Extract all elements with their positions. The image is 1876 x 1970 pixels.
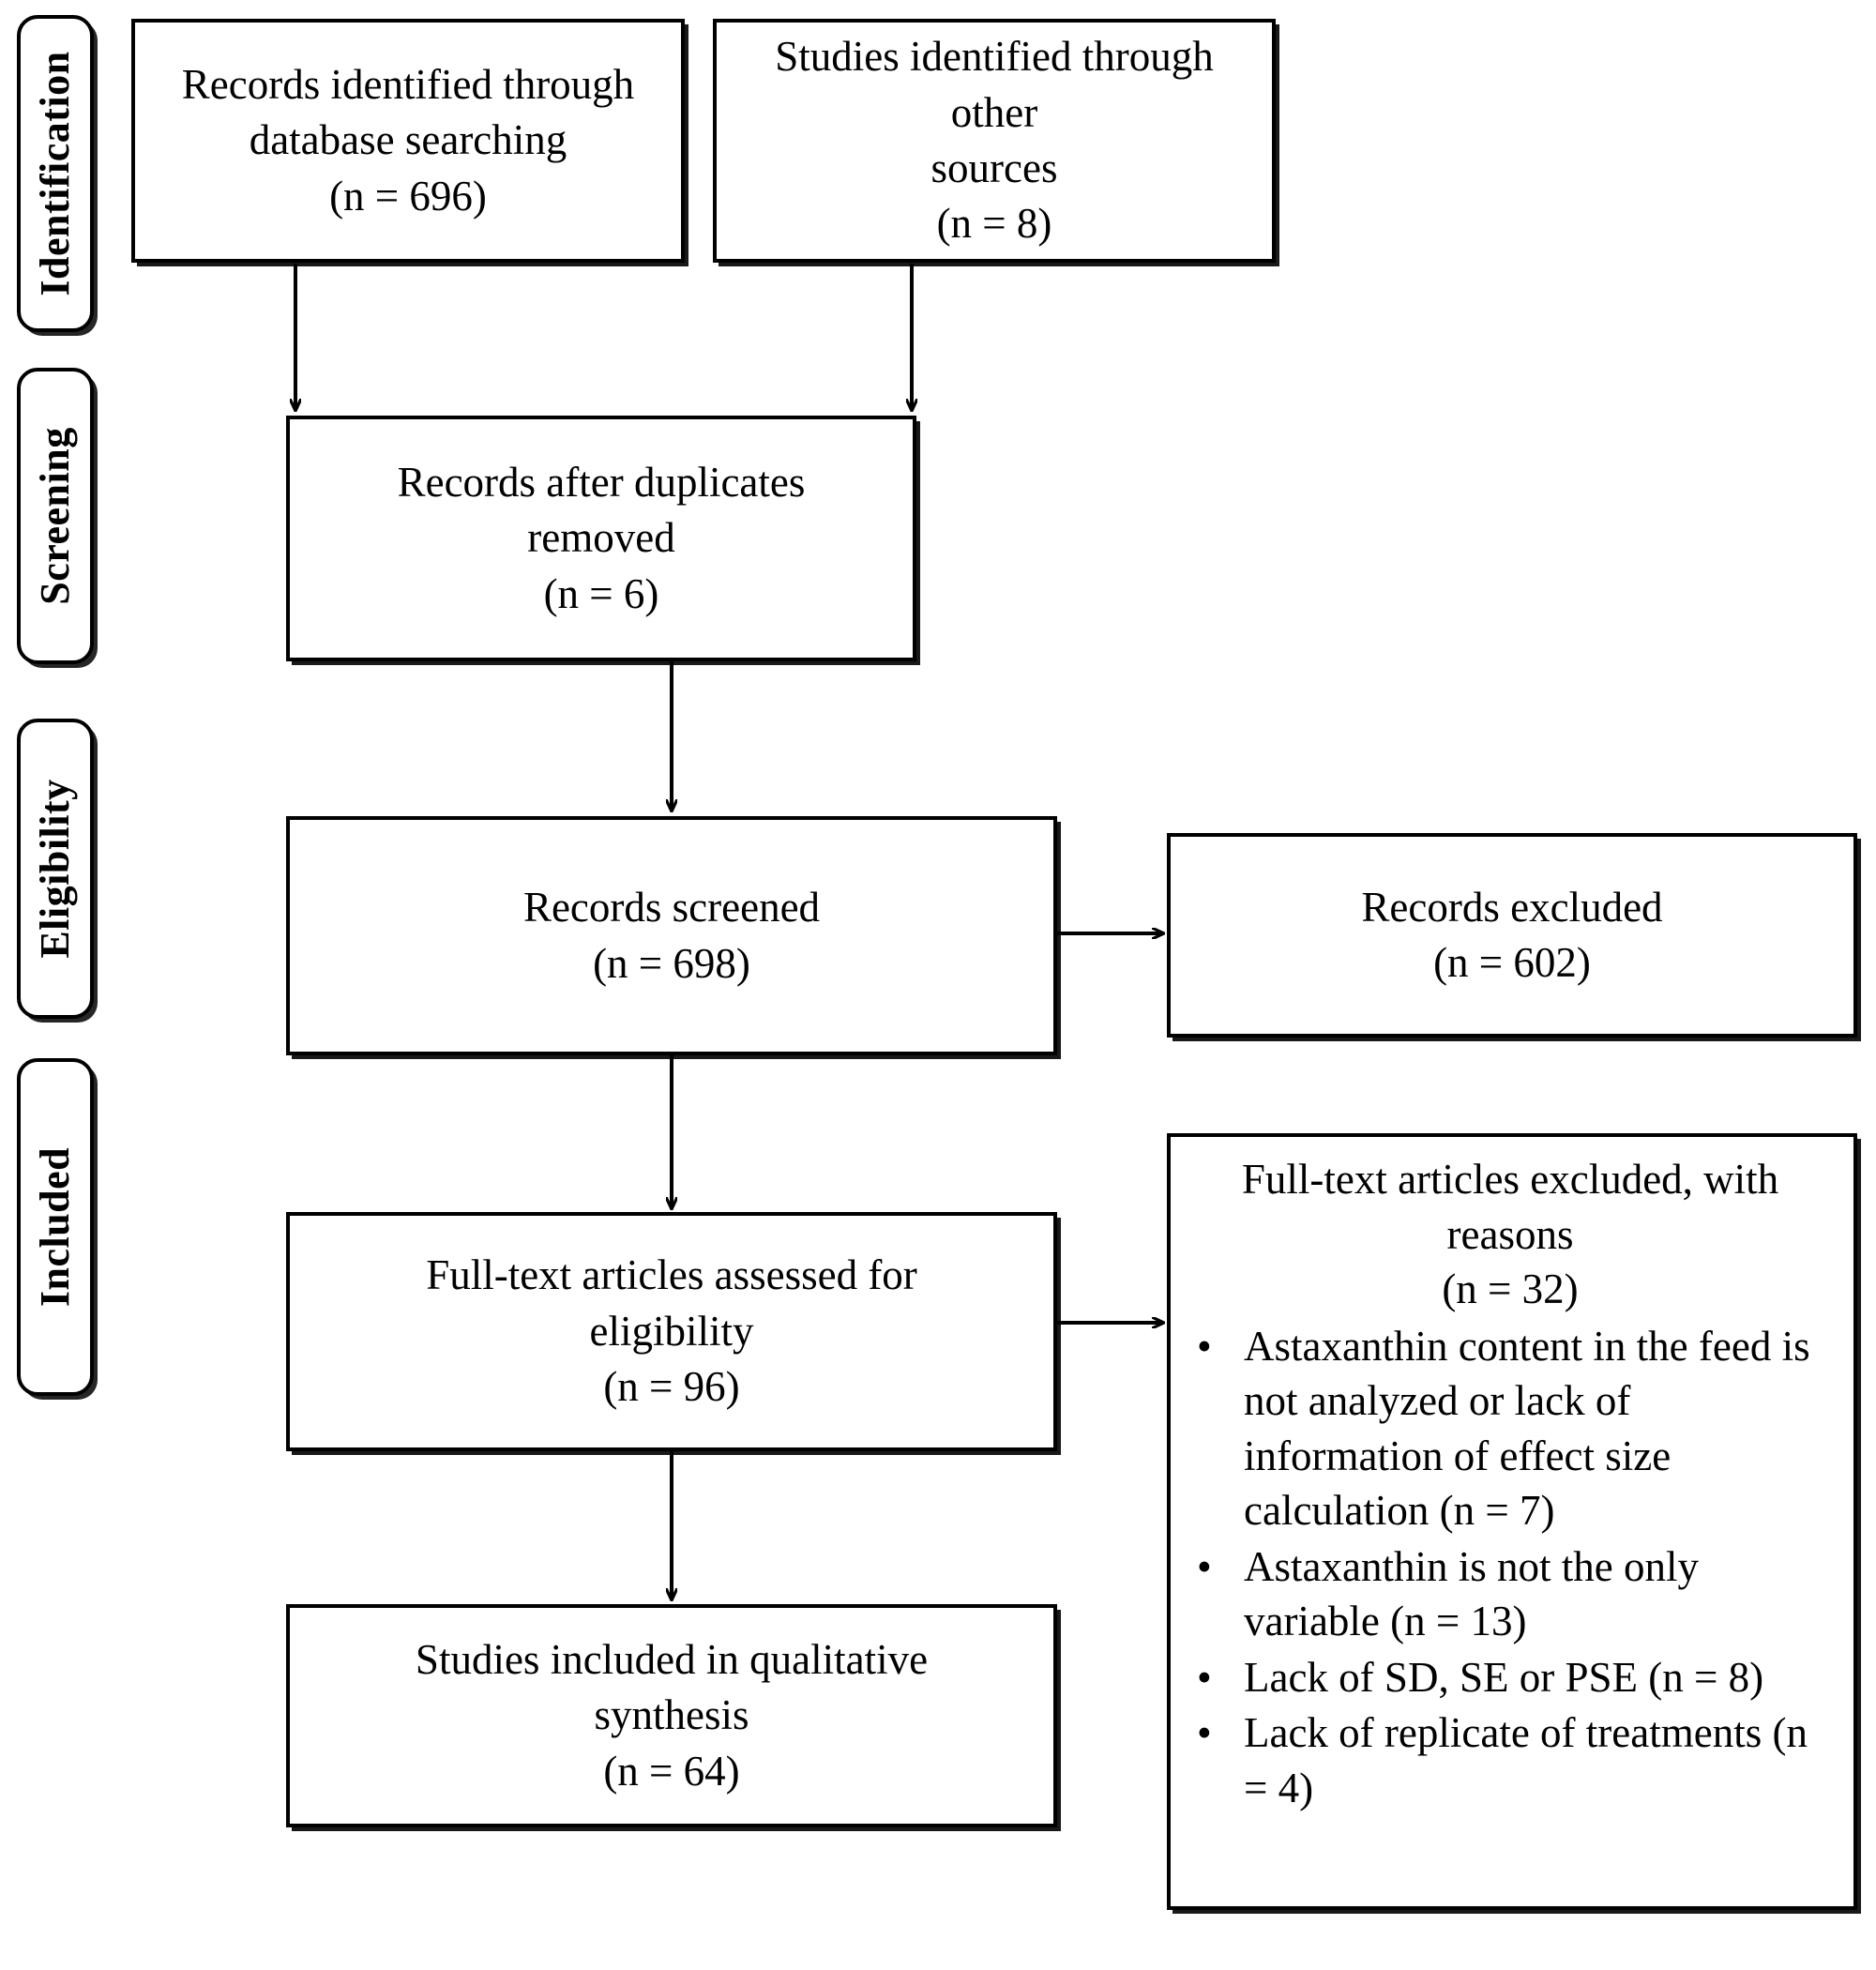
- bullet-icon: •: [1197, 1709, 1212, 1756]
- stage-pill-identification: Identification: [17, 15, 94, 332]
- box-duplicates-removed-text: Records after duplicates removed (n = 6): [397, 458, 806, 617]
- fulltext-excluded-reason-list: • Astaxanthin content in the feed is not…: [1184, 1319, 1837, 1816]
- reason-text: Astaxanthin is not the only variable (n …: [1244, 1542, 1699, 1645]
- reason-text: Lack of replicate of treatments (n = 4): [1244, 1709, 1808, 1811]
- reason-item: • Lack of SD, SE or PSE (n = 8): [1184, 1650, 1837, 1705]
- reason-item: • Astaxanthin is not the only variable (…: [1184, 1539, 1837, 1649]
- box-records-screened-text: Records screened (n = 698): [522, 884, 821, 987]
- box-studies-other-sources: Studies identified through other sources…: [713, 19, 1276, 263]
- reason-text: Astaxanthin content in the feed is not a…: [1244, 1322, 1810, 1535]
- bullet-icon: •: [1197, 1322, 1212, 1370]
- box-records-identified-text: Records identified through database sear…: [181, 60, 635, 220]
- box-studies-other-sources-text: Studies identified through other sources…: [775, 33, 1214, 248]
- bullet-icon: •: [1197, 1542, 1212, 1590]
- reason-text: Lack of SD, SE or PSE (n = 8): [1244, 1653, 1764, 1701]
- box-records-screened: Records screened (n = 698): [286, 816, 1057, 1055]
- box-fulltext-excluded-reasons: Full-text articles excluded, with reason…: [1167, 1133, 1857, 1910]
- stage-label-eligibility: Eligibility: [32, 779, 78, 959]
- stage-label-screening: Screening: [32, 427, 78, 605]
- stage-pill-included: Included: [17, 1058, 94, 1396]
- reason-item: • Lack of replicate of treatments (n = 4…: [1184, 1705, 1837, 1815]
- stage-pill-eligibility: Eligibility: [17, 719, 94, 1019]
- box-duplicates-removed: Records after duplicates removed (n = 6): [286, 416, 916, 661]
- box-records-excluded-text: Records excluded (n = 602): [1361, 883, 1663, 986]
- reason-item: • Astaxanthin content in the feed is not…: [1184, 1319, 1837, 1538]
- stage-pill-screening: Screening: [17, 368, 94, 664]
- box-records-identified: Records identified through database sear…: [131, 19, 685, 263]
- box-fulltext-assessed-text: Full-text articles assessed for eligibil…: [426, 1251, 917, 1411]
- fulltext-excluded-heading: Full-text articles excluded, with reason…: [1241, 1156, 1779, 1312]
- box-studies-included-text: Studies included in qualitative synthesi…: [415, 1635, 929, 1795]
- box-studies-included: Studies included in qualitative synthesi…: [286, 1604, 1057, 1827]
- stage-label-identification: Identification: [32, 51, 78, 296]
- stage-label-included: Included: [32, 1146, 78, 1308]
- box-fulltext-assessed: Full-text articles assessed for eligibil…: [286, 1212, 1057, 1451]
- bullet-icon: •: [1197, 1653, 1212, 1701]
- box-records-excluded: Records excluded (n = 602): [1167, 833, 1857, 1038]
